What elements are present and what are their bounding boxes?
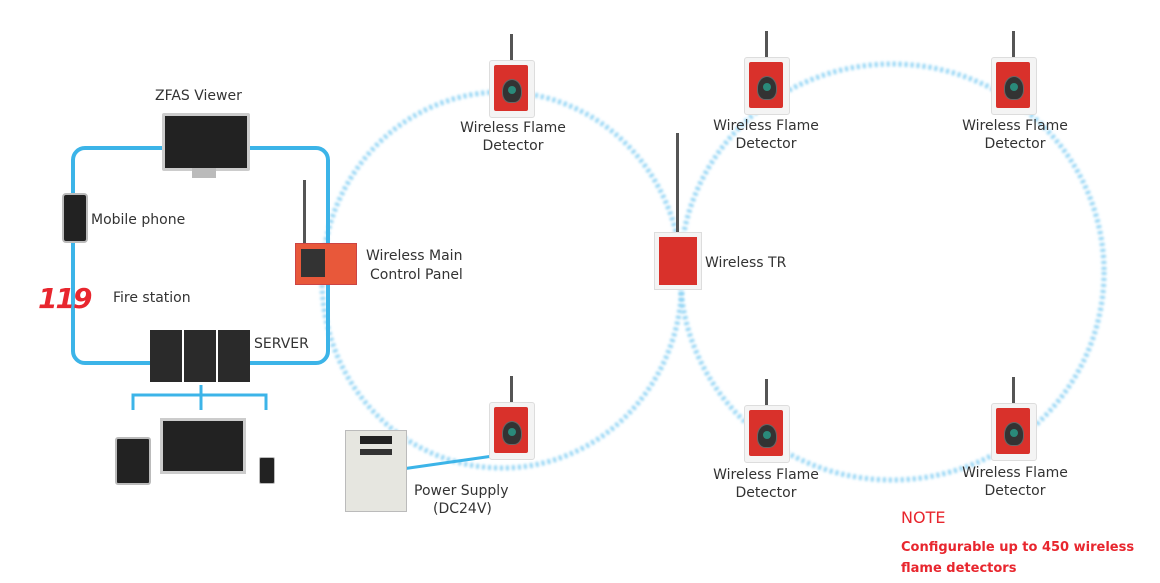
wireless-loop-right (677, 61, 1107, 483)
server-clients-line (131, 385, 268, 410)
power-label-1: Power Supply (414, 483, 509, 499)
flame-detector-icon (991, 31, 1037, 115)
detector-label-2: Detector (735, 485, 797, 501)
antenna (676, 133, 679, 233)
note-line-2: flame detectors (901, 561, 1017, 576)
viewer-label: ZFAS Viewer (155, 88, 242, 104)
monitor-stand (192, 168, 216, 178)
tablet-icon (115, 437, 151, 485)
detector-label-2: Detector (735, 136, 797, 152)
detector-label-1: Wireless Flame (460, 120, 566, 136)
flame-detector-icon (744, 31, 790, 115)
antenna (303, 180, 306, 245)
detector-label-2: Detector (984, 136, 1046, 152)
note-line-1: Configurable up to 450 wireless (901, 540, 1135, 555)
flame-detector-icon (489, 376, 535, 460)
detector-label-2: Detector (482, 138, 544, 154)
monitor-icon (162, 113, 250, 171)
detector-label-2: Detector (984, 483, 1046, 499)
detector-label-1: Wireless Flame (962, 465, 1068, 481)
main-panel-label-2: Control Panel (370, 267, 463, 283)
mobile-phone-icon (62, 193, 88, 243)
main-control-panel-icon (295, 243, 357, 285)
note-title: NOTE (901, 508, 946, 527)
mobile-label: Mobile phone (91, 212, 186, 228)
tr-label: Wireless TR (705, 255, 787, 271)
smartphone-icon (259, 457, 275, 484)
server-label: SERVER (254, 336, 309, 352)
desktop-icon (160, 418, 246, 474)
wireless-tr-icon (654, 232, 702, 290)
flame-detector-icon (489, 34, 535, 118)
detector-label-1: Wireless Flame (962, 118, 1068, 134)
flame-detector-icon (991, 377, 1037, 461)
server-icon (150, 330, 250, 382)
fire-station-label: Fire station (113, 290, 191, 306)
power-label-2: (DC24V) (433, 501, 492, 517)
power-supply-icon (345, 430, 407, 512)
flame-detector-icon (744, 379, 790, 463)
main-panel-label-1: Wireless Main (366, 248, 463, 264)
detector-label-1: Wireless Flame (713, 118, 819, 134)
fire-station-logo: 119 (38, 282, 92, 315)
detector-label-1: Wireless Flame (713, 467, 819, 483)
note-text: Configurable up to 450 wireless flame det… (901, 537, 1134, 579)
